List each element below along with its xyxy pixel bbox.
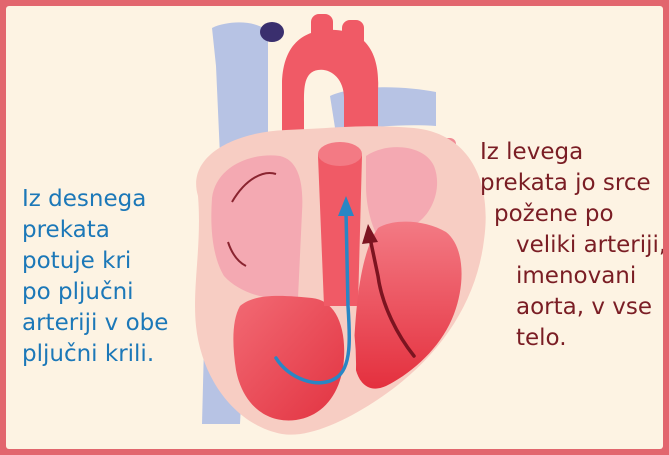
caption-line: prekata jo srce [480, 168, 663, 199]
left-ventricle [354, 222, 462, 389]
caption-line: veliki arteriji, [480, 230, 663, 261]
caption-line: potuje kri [22, 246, 168, 277]
caption-line: telo. [480, 323, 663, 354]
caption-line: po pljučni [22, 277, 168, 308]
caption-line: požene po [480, 199, 663, 230]
caption-line: Iz levega [480, 137, 663, 168]
caption-aortic-flow: Iz levega prekata jo srce požene po veli… [480, 137, 663, 354]
right-ventricle [233, 296, 344, 421]
caption-line: pljučni krili. [22, 339, 168, 370]
pulmonary-trunk [318, 146, 362, 307]
diagram-panel: Iz desnega prekata potuje kri po pljučni… [6, 6, 663, 449]
caption-pulmonary-flow: Iz desnega prekata potuje kri po pljučni… [22, 184, 168, 370]
caption-line: prekata [22, 215, 168, 246]
caption-line: imenovani [480, 261, 663, 292]
caption-line: arteriji v obe [22, 308, 168, 339]
caption-line: Iz desnega [22, 184, 168, 215]
caption-line: aorta, v vse [480, 292, 663, 323]
